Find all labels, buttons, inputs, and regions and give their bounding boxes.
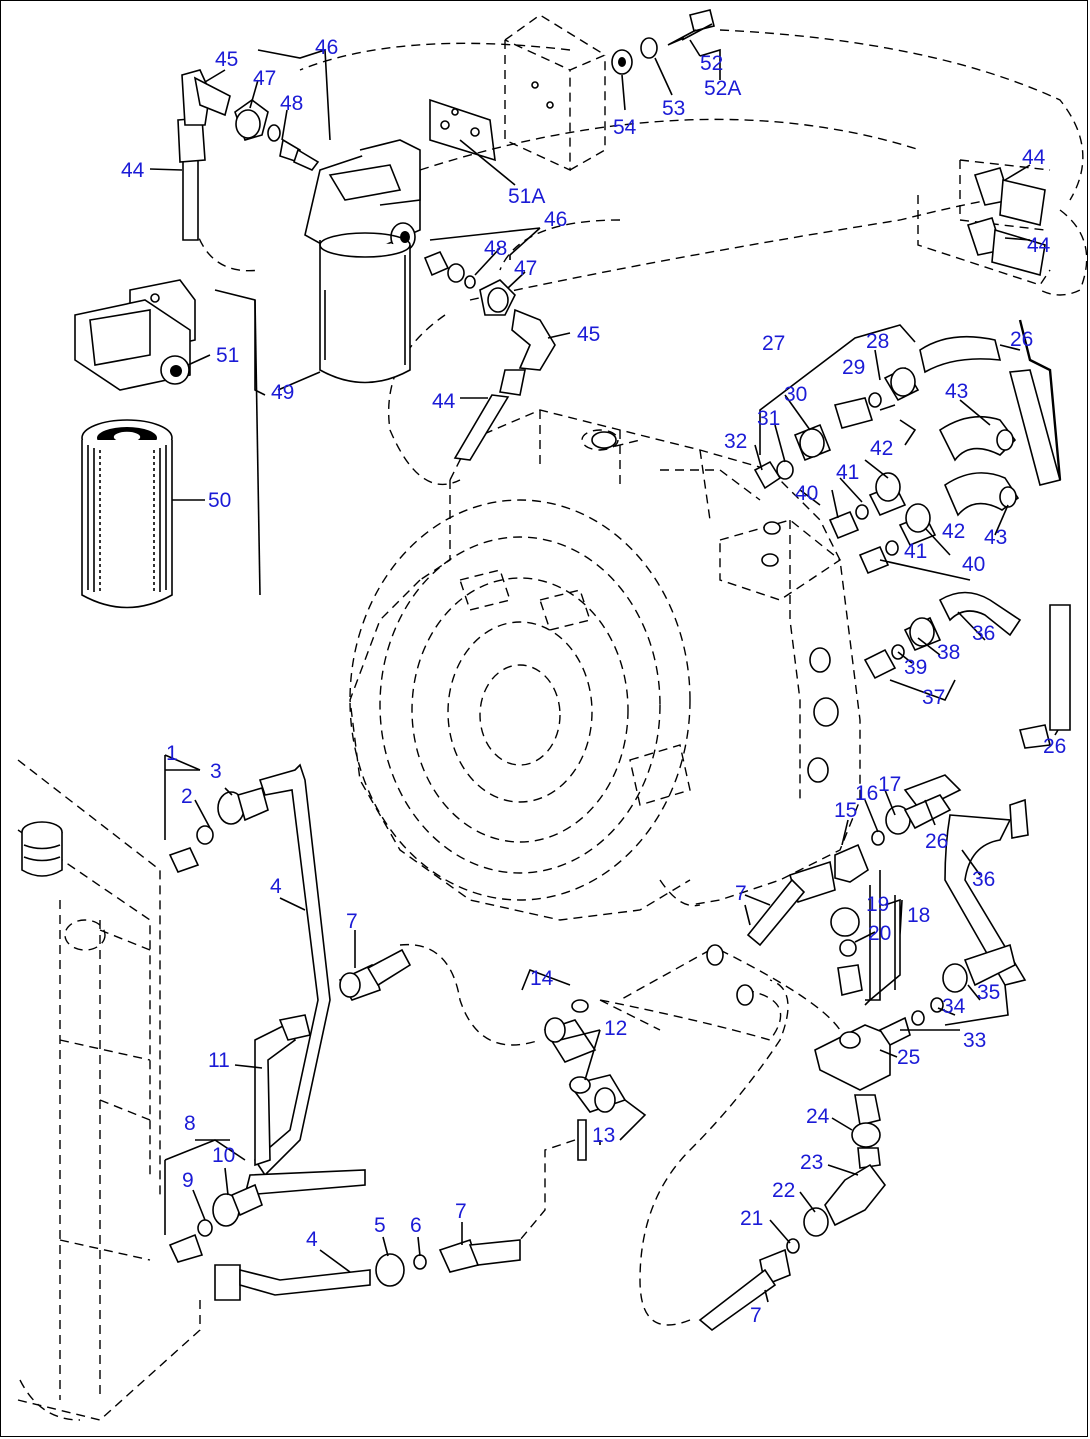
callout-26-b: 26 <box>1043 735 1066 758</box>
callout-24: 24 <box>806 1105 830 1128</box>
callout-3: 3 <box>210 760 222 783</box>
callout-4: 4 <box>270 875 282 898</box>
callout-7-a: 7 <box>346 910 358 933</box>
callout-41-a: 41 <box>836 461 859 484</box>
callout-4-b: 4 <box>306 1228 318 1251</box>
transmission-housing <box>349 409 861 921</box>
callout-14: 14 <box>530 967 554 990</box>
hose-36-assembly <box>863 591 1071 812</box>
callout-45-b: 45 <box>577 323 600 346</box>
callout-27: 27 <box>762 332 785 355</box>
callout-7-d: 7 <box>750 1304 762 1327</box>
mid-fittings <box>423 250 556 461</box>
callout-35: 35 <box>977 981 1000 1004</box>
callout-44-b: 44 <box>432 390 456 413</box>
callout-43-b: 43 <box>984 526 1007 549</box>
callout-20: 20 <box>868 922 891 945</box>
callout-53: 53 <box>662 97 685 120</box>
oil-filter-assembly <box>304 139 421 384</box>
callout-7-b: 7 <box>455 1200 467 1223</box>
callout-52: 52 <box>700 52 723 75</box>
callout-31: 31 <box>757 407 780 430</box>
callout-15: 15 <box>834 799 857 822</box>
callout-10: 10 <box>212 1144 235 1167</box>
right-side-fittings <box>753 324 1020 581</box>
callout-44-c: 44 <box>1022 146 1046 169</box>
callout-11: 11 <box>208 1049 230 1072</box>
callout-labels: 1 2 3 4 4 5 6 7 7 7 7 8 9 10 11 12 13 14… <box>121 36 1066 1327</box>
callout-43-a: 43 <box>945 380 968 403</box>
leader-lines <box>149 39 1059 1303</box>
callout-45-a: 45 <box>215 48 238 71</box>
hose-routing <box>188 29 1088 1326</box>
filter-element <box>81 419 173 609</box>
callout-36-b: 36 <box>972 868 995 891</box>
callout-47-a: 47 <box>253 67 276 90</box>
callout-2: 2 <box>181 785 193 808</box>
callout-46-b: 46 <box>544 208 567 231</box>
callout-26-c: 26 <box>925 830 948 853</box>
callout-44-a: 44 <box>121 159 145 182</box>
callout-6: 6 <box>410 1214 422 1237</box>
callout-12: 12 <box>604 1017 627 1040</box>
callout-32: 32 <box>724 430 747 453</box>
tee-fittings <box>746 794 1029 1091</box>
center-clamps <box>543 944 754 1161</box>
callout-18: 18 <box>907 904 930 927</box>
callout-30: 30 <box>784 383 807 406</box>
upper-right-fittings <box>917 159 1062 486</box>
bracket <box>429 14 607 172</box>
callout-39: 39 <box>904 656 927 679</box>
callout-51: 51 <box>216 344 239 367</box>
callout-48-b: 48 <box>484 237 507 260</box>
callout-23: 23 <box>800 1151 823 1174</box>
callout-42-a: 42 <box>870 437 893 460</box>
callout-13: 13 <box>592 1124 615 1147</box>
bolt-assembly <box>611 9 715 75</box>
lower-elbow <box>698 1094 887 1332</box>
callout-17: 17 <box>878 773 901 796</box>
callout-47-b: 47 <box>514 257 537 280</box>
callout-34: 34 <box>942 995 966 1018</box>
callout-5: 5 <box>374 1214 386 1237</box>
callout-48-a: 48 <box>280 92 303 115</box>
callout-51A: 51A <box>508 185 545 208</box>
callout-36-a: 36 <box>972 622 995 645</box>
callout-19: 19 <box>866 893 889 916</box>
callout-37: 37 <box>922 686 945 709</box>
callout-49: 49 <box>271 381 294 404</box>
callout-29: 29 <box>842 356 865 379</box>
callout-8: 8 <box>184 1112 196 1135</box>
callout-7-c: 7 <box>735 882 747 905</box>
callout-44-d: 44 <box>1027 234 1051 257</box>
callout-52A: 52A <box>704 77 741 100</box>
callout-26-a: 26 <box>1010 328 1033 351</box>
callout-25: 25 <box>897 1046 920 1069</box>
radiator <box>17 759 201 1421</box>
top-left-fittings <box>177 69 320 241</box>
callout-46-a: 46 <box>315 36 338 59</box>
callout-21: 21 <box>740 1207 763 1230</box>
callout-41-b: 41 <box>904 540 927 563</box>
callout-40-b: 40 <box>962 553 985 576</box>
callout-42-b: 42 <box>942 520 965 543</box>
callout-22: 22 <box>772 1179 795 1202</box>
callout-38: 38 <box>937 641 960 664</box>
callout-54: 54 <box>613 116 637 139</box>
callout-16: 16 <box>855 782 878 805</box>
callout-50: 50 <box>208 489 231 512</box>
callout-1: 1 <box>166 742 178 765</box>
left-tubes <box>164 754 521 1301</box>
callout-33: 33 <box>963 1029 986 1052</box>
callout-40-a: 40 <box>795 482 818 505</box>
filter-head <box>74 279 196 391</box>
callout-28: 28 <box>866 330 889 353</box>
callout-9: 9 <box>182 1169 194 1192</box>
